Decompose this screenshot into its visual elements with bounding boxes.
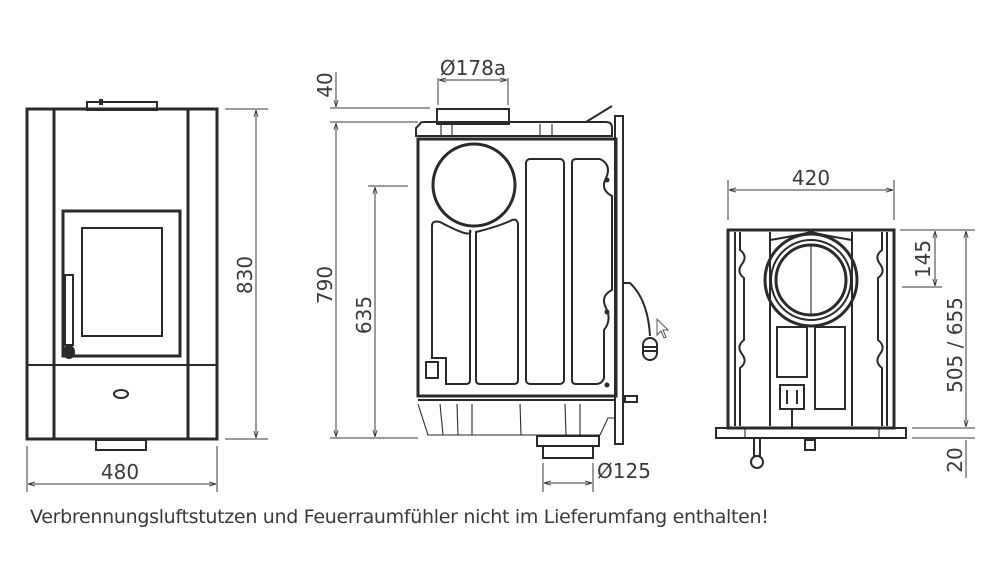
front-dimensions xyxy=(26,108,268,492)
side-dimensions xyxy=(330,72,594,492)
top-width-label: 420 xyxy=(792,166,830,190)
air-inlet-diameter-label: Ø125 xyxy=(597,459,651,483)
top-view xyxy=(715,228,907,469)
base-label: 20 xyxy=(943,447,967,472)
flue-diameter-label: Ø178a xyxy=(440,56,506,80)
depth-label: 505 / 655 xyxy=(943,297,967,393)
top-dimensions xyxy=(727,180,975,478)
flue-offset-label: 145 xyxy=(911,240,935,278)
flue-height-label: 635 xyxy=(352,296,376,334)
mouse-cursor-icon xyxy=(656,318,670,339)
caption-note: Verbrennungsluftstutzen und Feuerraumfüh… xyxy=(30,506,769,528)
front-view xyxy=(25,99,219,451)
front-width-label: 480 xyxy=(101,460,139,484)
front-height-label: 830 xyxy=(233,256,257,294)
top-offset-label: 40 xyxy=(313,72,337,97)
side-view xyxy=(415,105,658,459)
total-height-label: 790 xyxy=(313,266,337,304)
